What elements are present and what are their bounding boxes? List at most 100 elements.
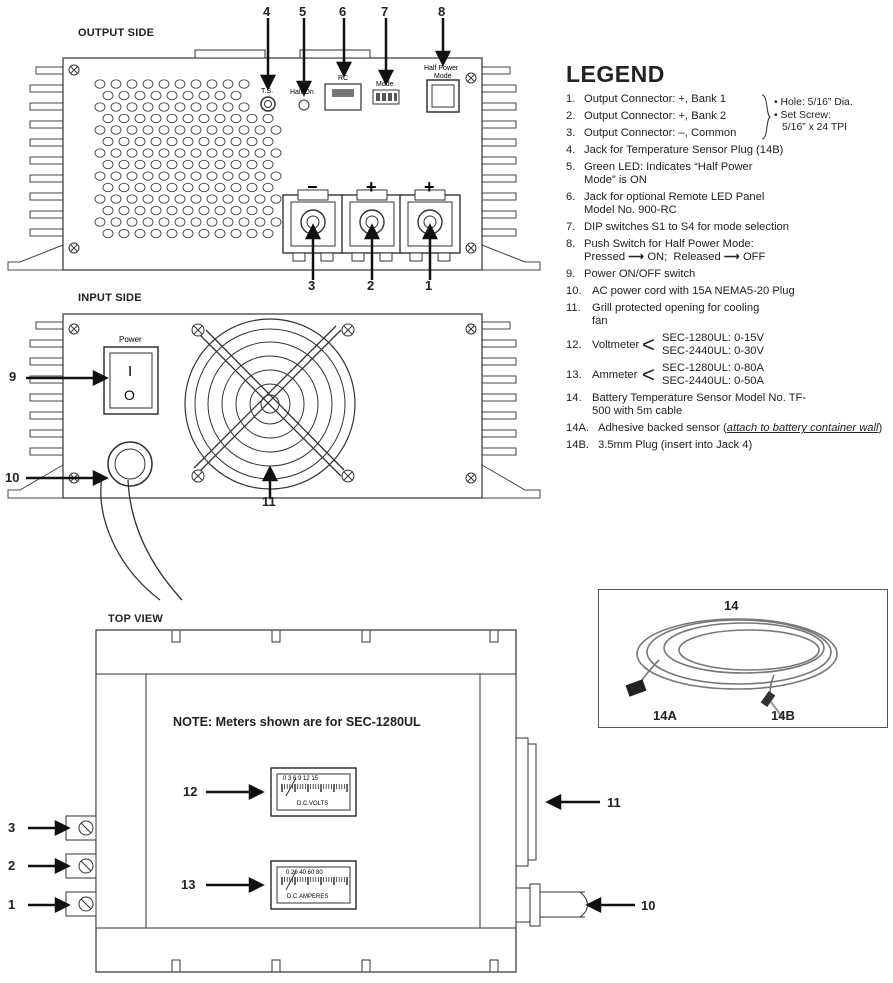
callout-3-top: 3 [8, 820, 16, 835]
vent-hole [270, 217, 282, 227]
callout-1: 1 [425, 278, 433, 293]
legend-item-5: 5.Green LED: Indicates “Half Power Mode”… [566, 161, 753, 186]
vent-hole [206, 194, 218, 204]
vent-hole [118, 113, 130, 124]
vent-hole [158, 125, 170, 135]
legend-14a-link: attach to battery container wall [726, 422, 879, 434]
vent-hole [174, 171, 186, 181]
top-view-title: TOP VIEW [108, 613, 163, 625]
vent-hole [246, 113, 258, 124]
callout-9: 9 [9, 369, 17, 384]
vent-hole [158, 171, 170, 181]
vent-hole [238, 102, 250, 112]
vent-hole [262, 113, 274, 124]
vent-hole [118, 136, 130, 147]
vent-hole [110, 217, 122, 227]
legend-item-4: 4.Jack for Temperature Sensor Plug (14B) [566, 144, 784, 156]
vent-hole [254, 217, 266, 227]
vent-hole [222, 102, 234, 112]
vent-hole [134, 182, 146, 193]
vent-hole [190, 79, 202, 89]
vent-hole [190, 194, 202, 204]
vent-hole [246, 182, 258, 193]
legend-item-1: 1.Output Connector: +, Bank 1 [566, 93, 727, 105]
vent-hole [230, 159, 242, 170]
legend-item-2: 2.Output Connector: +, Bank 2 [566, 110, 727, 122]
vent-hole [102, 182, 114, 193]
vent-hole [230, 205, 242, 216]
vent-hole [222, 171, 234, 181]
vent-hole [238, 79, 250, 89]
vent-hole [166, 228, 178, 239]
vent-hole [246, 136, 258, 147]
callout-8: 8 [438, 4, 446, 19]
vent-hole [94, 148, 106, 158]
vent-hole [198, 182, 210, 193]
vent-hole [142, 125, 154, 135]
vent-hole [198, 228, 210, 239]
vent-hole [110, 102, 122, 112]
vent-hole [190, 217, 202, 227]
amp-scale: 0 20 40 60 80 [286, 870, 323, 876]
vent-hole [230, 113, 242, 124]
vent-hole [222, 125, 234, 135]
vent-hole [158, 217, 170, 227]
vent-hole [206, 102, 218, 112]
vent-hole [262, 228, 274, 239]
vent-hole [206, 171, 218, 181]
terminal-sign-1: + [424, 177, 435, 197]
vent-hole [158, 79, 170, 89]
vent-hole [214, 159, 226, 170]
vent-hole [222, 79, 234, 89]
vent-hole [214, 182, 226, 193]
top-view-drawing: 0 3 6 9 12 15 D.C.VOLTS 0 20 40 60 80 D.… [28, 629, 635, 973]
vent-hole [134, 159, 146, 170]
vent-hole [198, 159, 210, 170]
legend-item-7: 7.DIP switches S1 to S4 for mode selecti… [566, 221, 789, 233]
vent-hole [166, 113, 178, 124]
vent-hole [270, 194, 282, 204]
vent-hole [214, 90, 226, 101]
half-power-label: Half Power [424, 65, 459, 72]
vent-hole [254, 125, 266, 135]
vent-hole [190, 171, 202, 181]
vent-hole [102, 205, 114, 216]
vent-hole [126, 171, 138, 181]
vent-hole [102, 159, 114, 170]
vent-hole [118, 159, 130, 170]
vent-hole [174, 148, 186, 158]
vent-hole [134, 228, 146, 239]
vent-hole [110, 171, 122, 181]
switch-on-label: I [128, 363, 132, 380]
vent-hole [118, 205, 130, 216]
callout-14: 14 [724, 598, 739, 613]
vent-hole [270, 148, 282, 158]
temperature-sensor-box: 14 14A 14B [598, 589, 888, 728]
vent-hole [238, 148, 250, 158]
callout-14b: 14B [771, 708, 795, 723]
vent-hole [166, 205, 178, 216]
vent-hole [150, 90, 162, 101]
vent-hole [166, 136, 178, 147]
vent-hole [142, 79, 154, 89]
vent-hole [270, 125, 282, 135]
vent-hole [174, 102, 186, 112]
callout-3: 3 [308, 278, 316, 293]
vent-hole [126, 148, 138, 158]
input-side-drawing: Power I O [7, 313, 541, 601]
vent-hole [190, 102, 202, 112]
vent-hole [198, 205, 210, 216]
vent-hole [126, 102, 138, 112]
vent-hole [214, 113, 226, 124]
sensor-cable-drawing [625, 618, 838, 719]
ts-label: T.S. [261, 88, 273, 95]
vent-hole [150, 136, 162, 147]
vent-hole [142, 217, 154, 227]
vent-hole [214, 228, 226, 239]
vent-hole [182, 136, 194, 147]
callout-1-top: 1 [8, 897, 16, 912]
output-side-title: OUTPUT SIDE [78, 27, 155, 39]
vent-hole [238, 171, 250, 181]
callout-6: 6 [339, 4, 347, 19]
